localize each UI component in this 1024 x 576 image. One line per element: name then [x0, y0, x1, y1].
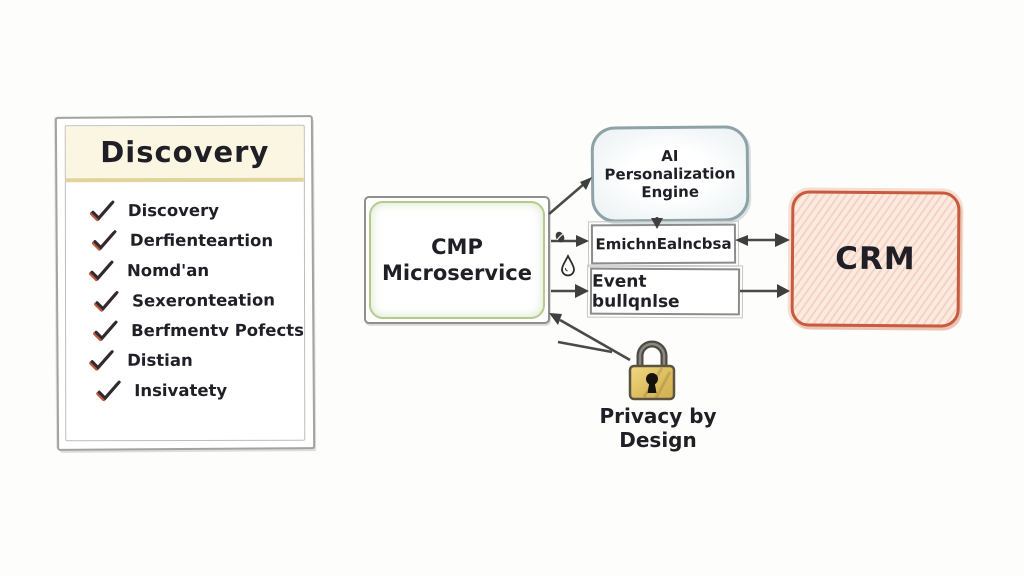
checklist-item: Berfmentv Pofects — [93, 315, 305, 345]
checklist-item: Nomd'an — [88, 255, 303, 285]
crm-box: CRM — [790, 190, 961, 328]
checkmark-icon — [91, 230, 117, 251]
checkmark-icon — [96, 380, 121, 402]
checklist-header: Discovery — [65, 125, 304, 183]
integration-box-label: EmichnEalncbsa — [595, 234, 732, 254]
checklist-item-label: Derfienteartion — [129, 230, 274, 250]
checklist-item: Sexeronteation — [93, 284, 305, 315]
ai-label-line3: Engine — [641, 182, 700, 202]
bean-icon — [555, 231, 565, 243]
checklist-item-label: Nomd'an — [126, 260, 210, 280]
ai-label-line2: Personalization — [604, 164, 736, 184]
cmp-label-line2: Microservice — [381, 261, 532, 285]
pencil-stroke — [557, 340, 613, 354]
arrow-lock-to-cmp — [549, 313, 631, 362]
event-box: Event bullqnlse — [586, 264, 744, 319]
checklist-item: Insivatety — [96, 375, 305, 405]
checklist-items: Discovery Derfienteartion Nomd'an Sexero… — [66, 195, 304, 405]
checklist-inner-frame: Discovery Discovery Derfienteartion Nomd… — [64, 124, 306, 442]
event-box-label: Event bullqnlse — [591, 271, 680, 312]
crm-label: CRM — [835, 240, 916, 278]
checkmark-icon — [93, 320, 118, 342]
checkmark-icon — [93, 291, 119, 312]
droplet-icon — [561, 253, 575, 277]
checkmark-icon — [89, 350, 114, 371]
arrow-event-to-crm — [740, 284, 790, 298]
privacy-by-design-caption: Privacy by Design — [599, 404, 717, 452]
checklist-item-label: Distian — [127, 350, 193, 370]
ai-personalization-engine-box: AI Personalization Engine — [590, 125, 750, 223]
checklist-title: Discovery — [100, 134, 270, 170]
integration-box: EmichnEalncbsa — [587, 220, 740, 268]
checklist-item: Discovery — [89, 195, 304, 225]
checkmark-icon — [89, 200, 115, 222]
checklist-item-label: Sexeronteation — [131, 289, 276, 310]
cmp-microservice-inner: CMP Microservice — [369, 201, 545, 319]
checklist-item-label: Insivatety — [134, 380, 228, 400]
arrow-cmp-to-integration — [551, 235, 589, 247]
arrow-cmp-to-ai — [548, 177, 592, 215]
cmp-label-line1: CMP — [431, 234, 483, 259]
checklist-item: Distian — [89, 345, 303, 376]
checklist-item: Derfienteartion — [91, 225, 305, 256]
discovery-checklist-panel: Discovery Discovery Derfienteartion Nomd… — [54, 115, 316, 451]
cmp-microservice-box: CMP Microservice — [364, 196, 550, 324]
checklist-item-label: Berfmentv Pofects — [131, 320, 304, 340]
checklist-item-label: Discovery — [127, 200, 220, 220]
checkmark-icon — [88, 260, 114, 282]
ai-label-line1: AI — [661, 146, 679, 166]
arrow-integration-crm-bidirectional — [735, 233, 790, 247]
arrow-cmp-to-event — [551, 284, 589, 298]
padlock-icon — [620, 336, 684, 404]
